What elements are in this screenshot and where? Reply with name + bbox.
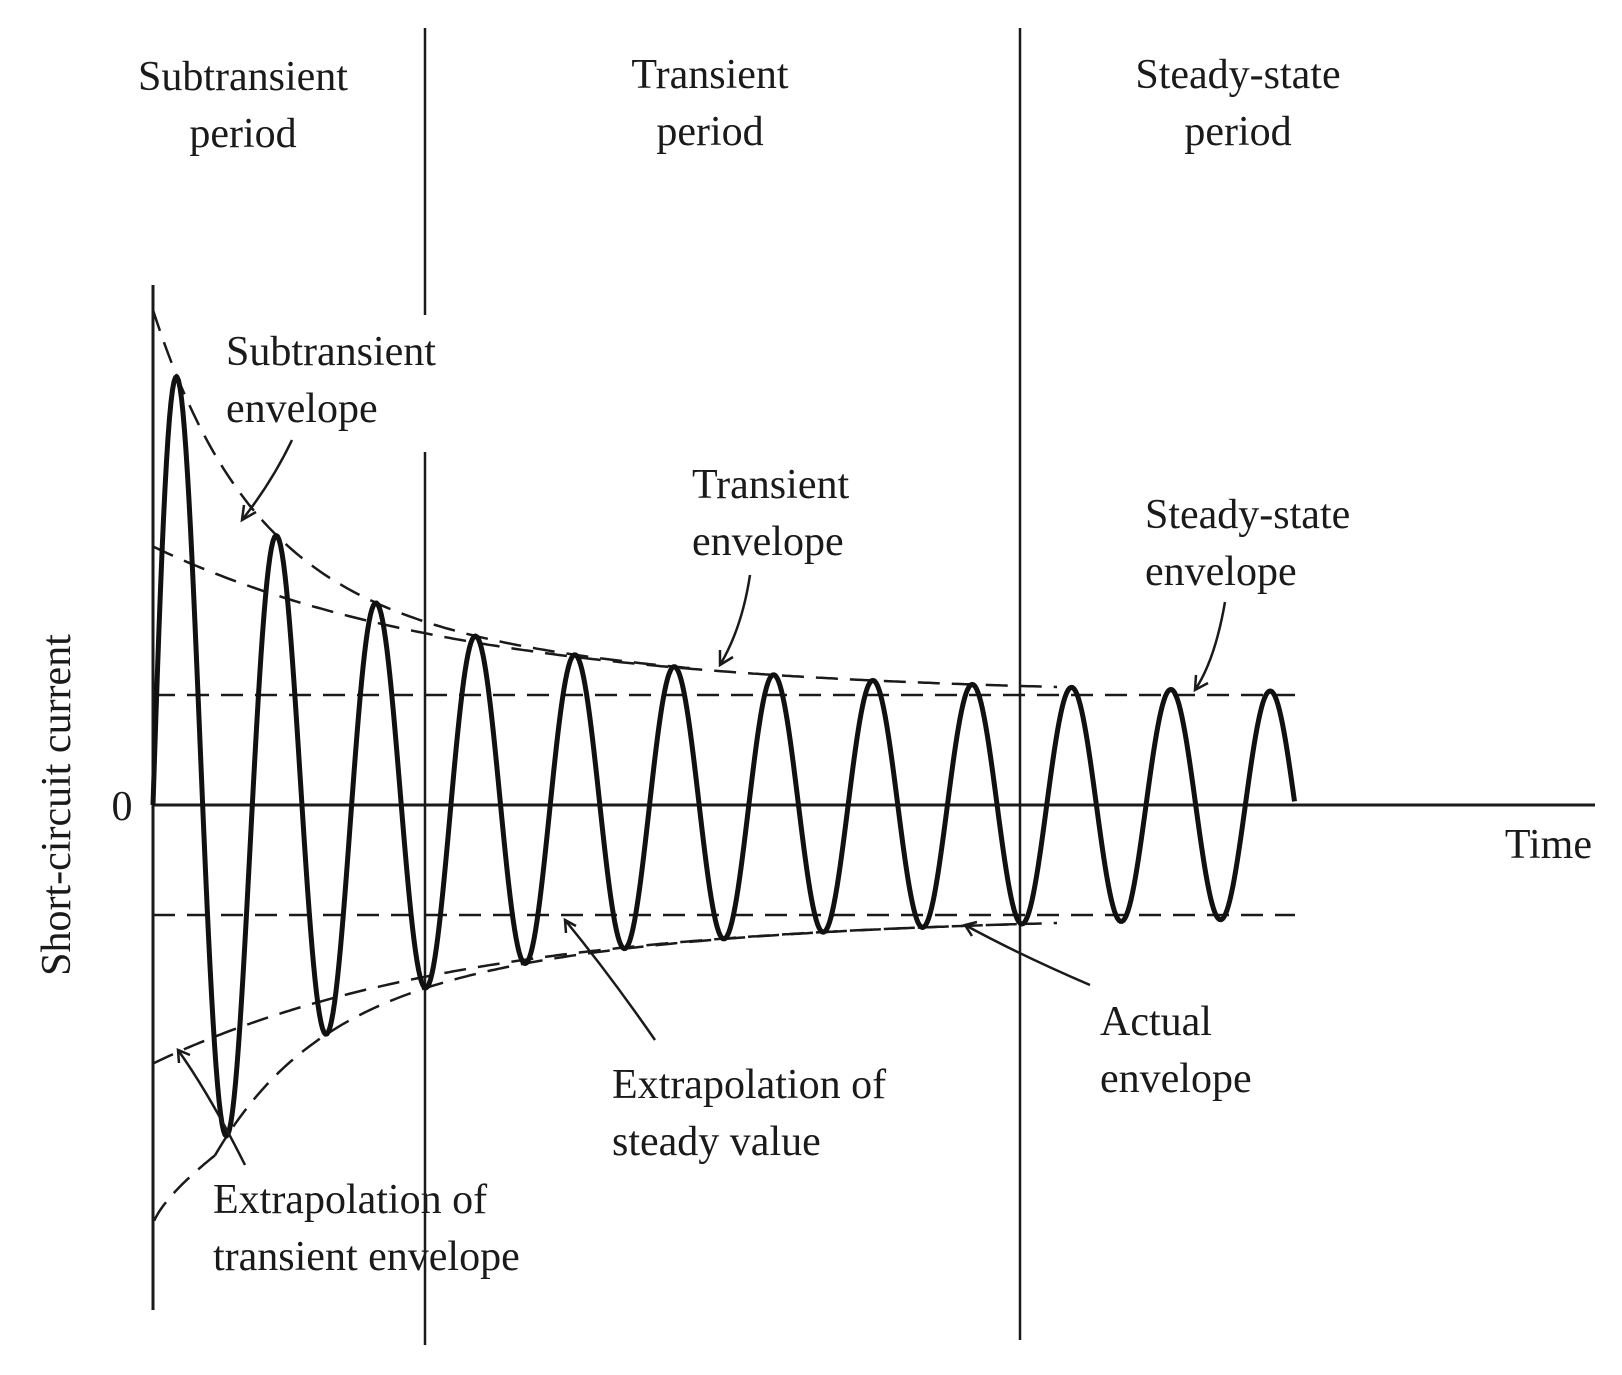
transient-envelope-label-line2: envelope [692,519,844,565]
subtransient-period-label-line2: period [189,111,296,157]
subtransient-envelope-lower-extrapolation [151,1154,216,1226]
transient-envelope-lower [152,921,1058,1065]
steady-state-envelope-arrowhead [1193,674,1209,693]
transient-period-label-line1: Transient [631,52,788,98]
steady-state-envelope-label-line1: Steady-state [1145,492,1350,538]
transient-period-label-line2: period [656,109,763,155]
actual-envelope-label-line2: envelope [1100,1056,1252,1102]
extrapolation-transient-arrowhead [176,1048,191,1064]
x-axis-label: Time [1505,822,1592,868]
actual-envelope-label-line1: Actual [1100,999,1212,1045]
steady-state-period-label-line2: period [1184,109,1291,155]
actual-envelope-arrow [964,923,1091,987]
transient-envelope-label-line1: Transient [692,462,849,508]
extrapolation-steady-arrow [564,919,657,1041]
subtransient-envelope-label-line1: Subtransient [226,329,436,375]
transient-envelope-arrowhead [718,650,734,668]
subtransient-envelope-arrowhead [240,504,257,523]
extrapolation-steady-label-line1: Extrapolation of [612,1062,886,1108]
steady-state-envelope-arrow [1193,601,1227,691]
transient-envelope-arrow [718,574,752,666]
extrapolation-steady-label-line2: steady value [612,1119,821,1165]
short-circuit-current-waveform [150,374,1297,1139]
zero-label: 0 [112,784,133,830]
subtransient-period-label-line1: Subtransient [138,54,348,100]
steady-state-envelope-label-line2: envelope [1145,549,1297,595]
steady-state-period-label-line1: Steady-state [1135,52,1340,98]
extrapolation-transient-label-line2: transient envelope [213,1234,520,1280]
extrapolation-steady-arrowhead [563,917,577,934]
extrapolation-transient-label-line1: Extrapolation of [213,1177,487,1223]
subtransient-envelope-upper [151,309,698,671]
subtransient-envelope-label-line2: envelope [226,386,378,432]
subtransient-envelope-arrow [241,439,294,521]
actual-envelope-arrowhead [963,920,978,937]
extrapolation-transient-arrow [176,1049,247,1166]
y-axis-label: Short-circuit current [34,634,80,976]
